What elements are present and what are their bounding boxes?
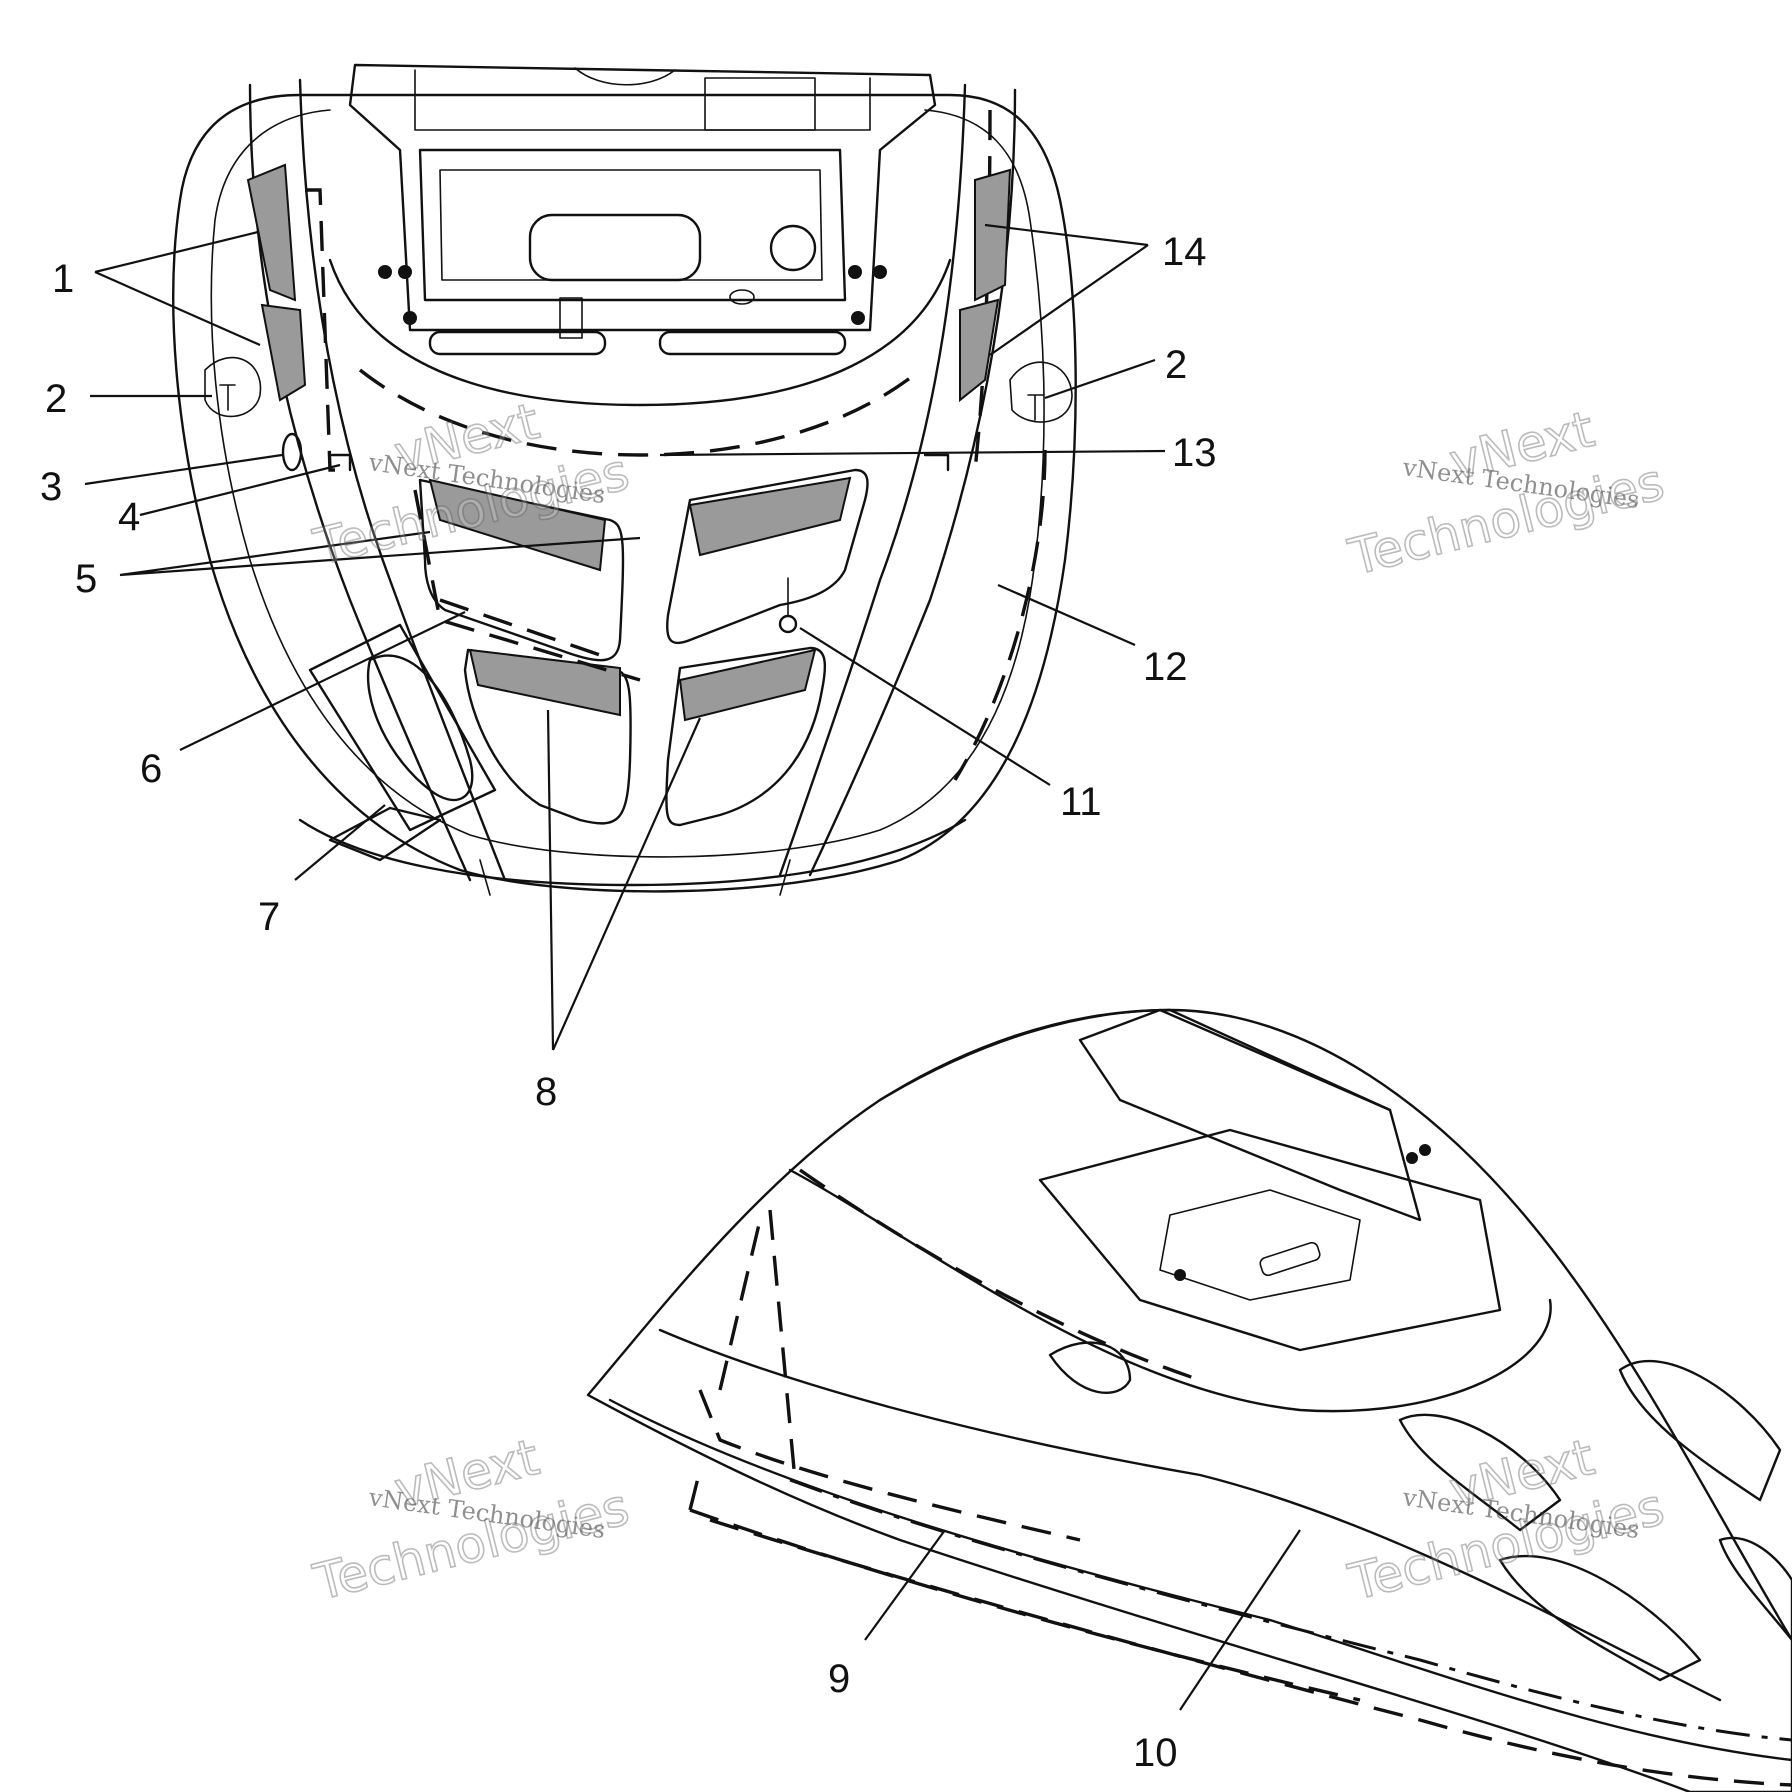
cowl-curve [788,1168,1552,1413]
decal-8-left [468,648,621,717]
decal-8-right [678,648,817,722]
windscreen-side [1078,1008,1422,1222]
decal-5-upper [428,478,607,572]
callout-labels: 1 2 3 4 5 6 7 8 9 10 11 12 13 14 2 [40,230,1217,1775]
mount-bolts [378,265,887,325]
nose-vent-c [1498,1554,1702,1682]
callout-9: 9 [828,1657,850,1701]
rivet-pocket-right [1009,361,1073,423]
gauge-window [528,213,702,282]
side-scoop [1048,1341,1132,1394]
callout-6: 6 [140,747,162,791]
top-notch [574,67,676,86]
side-view-hull [586,1008,1792,1792]
decal-1-outline-left [305,188,335,472]
decal-9-outline [698,1209,1081,1542]
steering-post [559,297,583,339]
callout-7: 7 [258,895,280,939]
decal-6-outline [308,623,497,832]
console-box [418,148,847,302]
callout-11: 11 [1060,780,1102,824]
light-lens-3 [281,432,303,472]
hood-inner-rim [210,109,1045,858]
callout-5: 5 [75,557,97,601]
nose-vent-b [1398,1413,1562,1532]
decal-7-outline [328,806,442,862]
hood-outline [172,93,1077,893]
rivet-left [219,384,236,411]
nose-vent-d [1718,1536,1792,1642]
decal-side-stripe [688,1469,1361,1702]
tab-4-right [923,453,950,472]
callout-10: 10 [1133,1731,1178,1775]
callout-12: 12 [1143,645,1188,689]
watermark-bottom-right: vNext Technologies vNext Technologies [1342,1427,1670,1612]
callout-3: 3 [40,465,62,509]
callout-14: 14 [1162,230,1207,274]
gauge-round [769,224,817,272]
front-bumper [298,818,967,887]
watermark-bottom-left: vNext Technologies vNext Technologies [307,1427,635,1612]
vent-surround-dashes [413,489,641,682]
decal-5-right [688,476,852,557]
callout-2-right: 2 [1165,343,1187,387]
top-hatch [414,69,871,131]
seat-well-inner [1159,1189,1361,1301]
rub-rail [608,1398,1792,1762]
vent-lower-left [463,648,632,825]
windshield-housing [348,63,937,332]
vent-lower-right [665,646,826,827]
front-view-hood [172,63,1077,896]
decal-10-outline [709,1168,1792,1787]
decal-13-outline [358,368,922,457]
side-latch [1259,1241,1321,1277]
gauge-small [729,289,755,305]
right-rail-inner [778,83,967,877]
headlight-lens-6 [366,654,474,802]
decal-1-lower [260,303,307,402]
decal-14-lower [959,298,1000,403]
side-hardware [1174,1144,1431,1281]
callout-13: 13 [1172,431,1217,475]
emblem-11 [778,614,798,634]
hull-top-edge [878,1008,1392,1112]
tab-4-left [330,453,352,472]
callout-8: 8 [535,1070,557,1114]
handlebar-pad-left [428,330,607,356]
vent-upper-left [418,478,625,662]
callout-4: 4 [118,495,140,539]
seat-well [1038,1128,1502,1352]
rivet-pocket-left [204,356,262,418]
decal-9-lower-line [789,1478,1792,1742]
cowl-arch [328,258,952,407]
hull-outer [586,1008,1792,1792]
rivet-right [1027,394,1044,421]
console-lid [439,169,823,281]
vent-upper-right [666,468,869,645]
nose-vent-a [1618,1359,1782,1502]
bumper-lower [479,859,791,896]
decal-14-upper [974,168,1012,302]
decal-1-upper [246,163,297,302]
callout-2-left: 2 [45,377,67,421]
leader-lines [84,223,1301,1711]
watermark-top-right: vNext Technologies vNext Technologies [1342,399,1670,587]
left-rail-inner [298,78,507,882]
top-vent-rect [704,77,816,131]
decal-12-outline [953,449,1047,781]
handlebar-pad-right [658,330,847,356]
callout-1: 1 [52,257,74,301]
